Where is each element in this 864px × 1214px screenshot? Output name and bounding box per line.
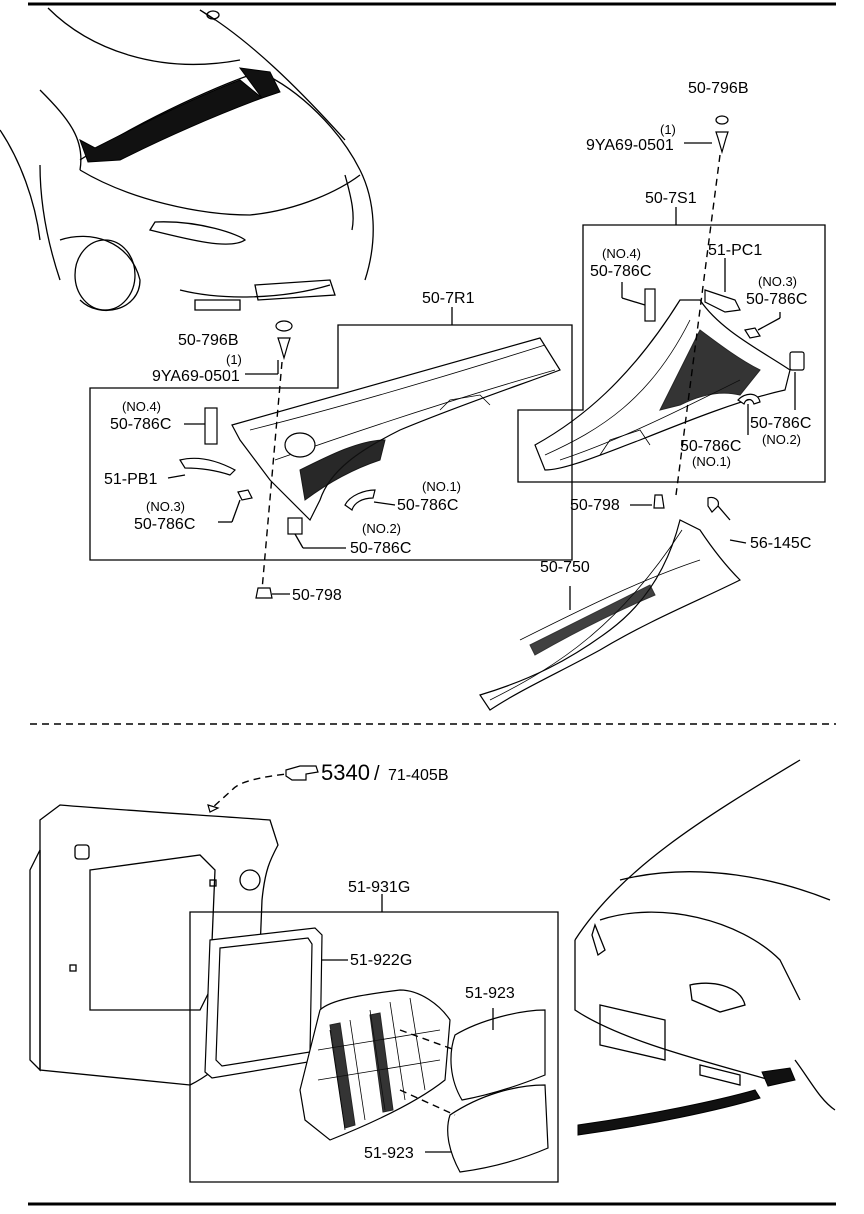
label-51-PB1: 51-PB1 bbox=[104, 471, 157, 488]
label-no1-left: (NO.1) bbox=[422, 479, 461, 494]
label-9YA69-left: 9YA69-0501 bbox=[152, 368, 240, 385]
label-51-922G: 51-922G bbox=[350, 952, 412, 969]
washer-top bbox=[715, 115, 729, 125]
label-qty-left: (1) bbox=[226, 352, 242, 367]
label-no4-right: (NO.4) bbox=[602, 246, 641, 261]
label-50-786C-no3-right: 50-786C bbox=[746, 291, 807, 308]
car-front-illustration bbox=[0, 7, 374, 311]
label-56-145C: 56-145C bbox=[750, 535, 811, 552]
label-no3-right: (NO.3) bbox=[758, 274, 797, 289]
label-slash: / bbox=[374, 763, 380, 785]
clip-50-798-left bbox=[255, 587, 273, 599]
label-50-786C-no3-left: 50-786C bbox=[134, 516, 195, 533]
label-50-7S1: 50-7S1 bbox=[645, 190, 697, 207]
label-50-786C-no1-left: 50-786C bbox=[397, 497, 458, 514]
label-no1-right: (NO.1) bbox=[692, 454, 731, 469]
cowl-assembly-left-box bbox=[89, 307, 573, 561]
leader-lines-left bbox=[167, 320, 396, 599]
label-50-7R1: 50-7R1 bbox=[422, 290, 475, 307]
label-no2-left: (NO.2) bbox=[362, 521, 401, 536]
label-50-750: 50-750 bbox=[540, 559, 590, 576]
pointing-hand-icon bbox=[285, 765, 319, 781]
part-labels: 50-796B (1) 9YA69-0501 50-7S1 (NO.4) 50-… bbox=[104, 80, 811, 1162]
label-no3-left: (NO.3) bbox=[146, 499, 185, 514]
label-qty-top: (1) bbox=[660, 122, 676, 137]
label-no4-left: (NO.4) bbox=[122, 399, 161, 414]
screw-left bbox=[277, 337, 291, 361]
lower-cowl-50-750 bbox=[479, 494, 747, 711]
label-5340: 5340 bbox=[321, 760, 370, 785]
car-rear-illustration bbox=[574, 759, 836, 1136]
leader-lines-right bbox=[621, 115, 796, 496]
label-50-786C-no2-right: 50-786C bbox=[750, 415, 811, 432]
label-51-923-upper: 51-923 bbox=[465, 985, 515, 1002]
label-51-923-lower: 51-923 bbox=[364, 1145, 414, 1162]
label-50-798-mid: 50-798 bbox=[570, 497, 620, 514]
label-71-405B: 71-405B bbox=[388, 767, 449, 784]
label-9YA69-top: 9YA69-0501 bbox=[586, 137, 674, 154]
vent-assembly-box bbox=[189, 894, 559, 1183]
washer-left bbox=[275, 320, 293, 332]
label-50-796B-left: 50-796B bbox=[178, 332, 239, 349]
label-51-PC1: 51-PC1 bbox=[708, 242, 762, 259]
label-50-796B-top: 50-796B bbox=[688, 80, 749, 97]
cowl-assembly-right-box bbox=[517, 207, 826, 483]
label-50-786C-no4-left: 50-786C bbox=[110, 416, 171, 433]
screw-top bbox=[715, 131, 729, 155]
label-no2-right: (NO.2) bbox=[762, 432, 801, 447]
label-51-931G: 51-931G bbox=[348, 879, 410, 896]
label-50-798-left: 50-798 bbox=[292, 587, 342, 604]
label-50-786C-no4-right: 50-786C bbox=[590, 263, 651, 280]
label-50-786C-no1-right: 50-786C bbox=[680, 438, 741, 455]
label-50-786C-no2-left: 50-786C bbox=[350, 540, 411, 557]
